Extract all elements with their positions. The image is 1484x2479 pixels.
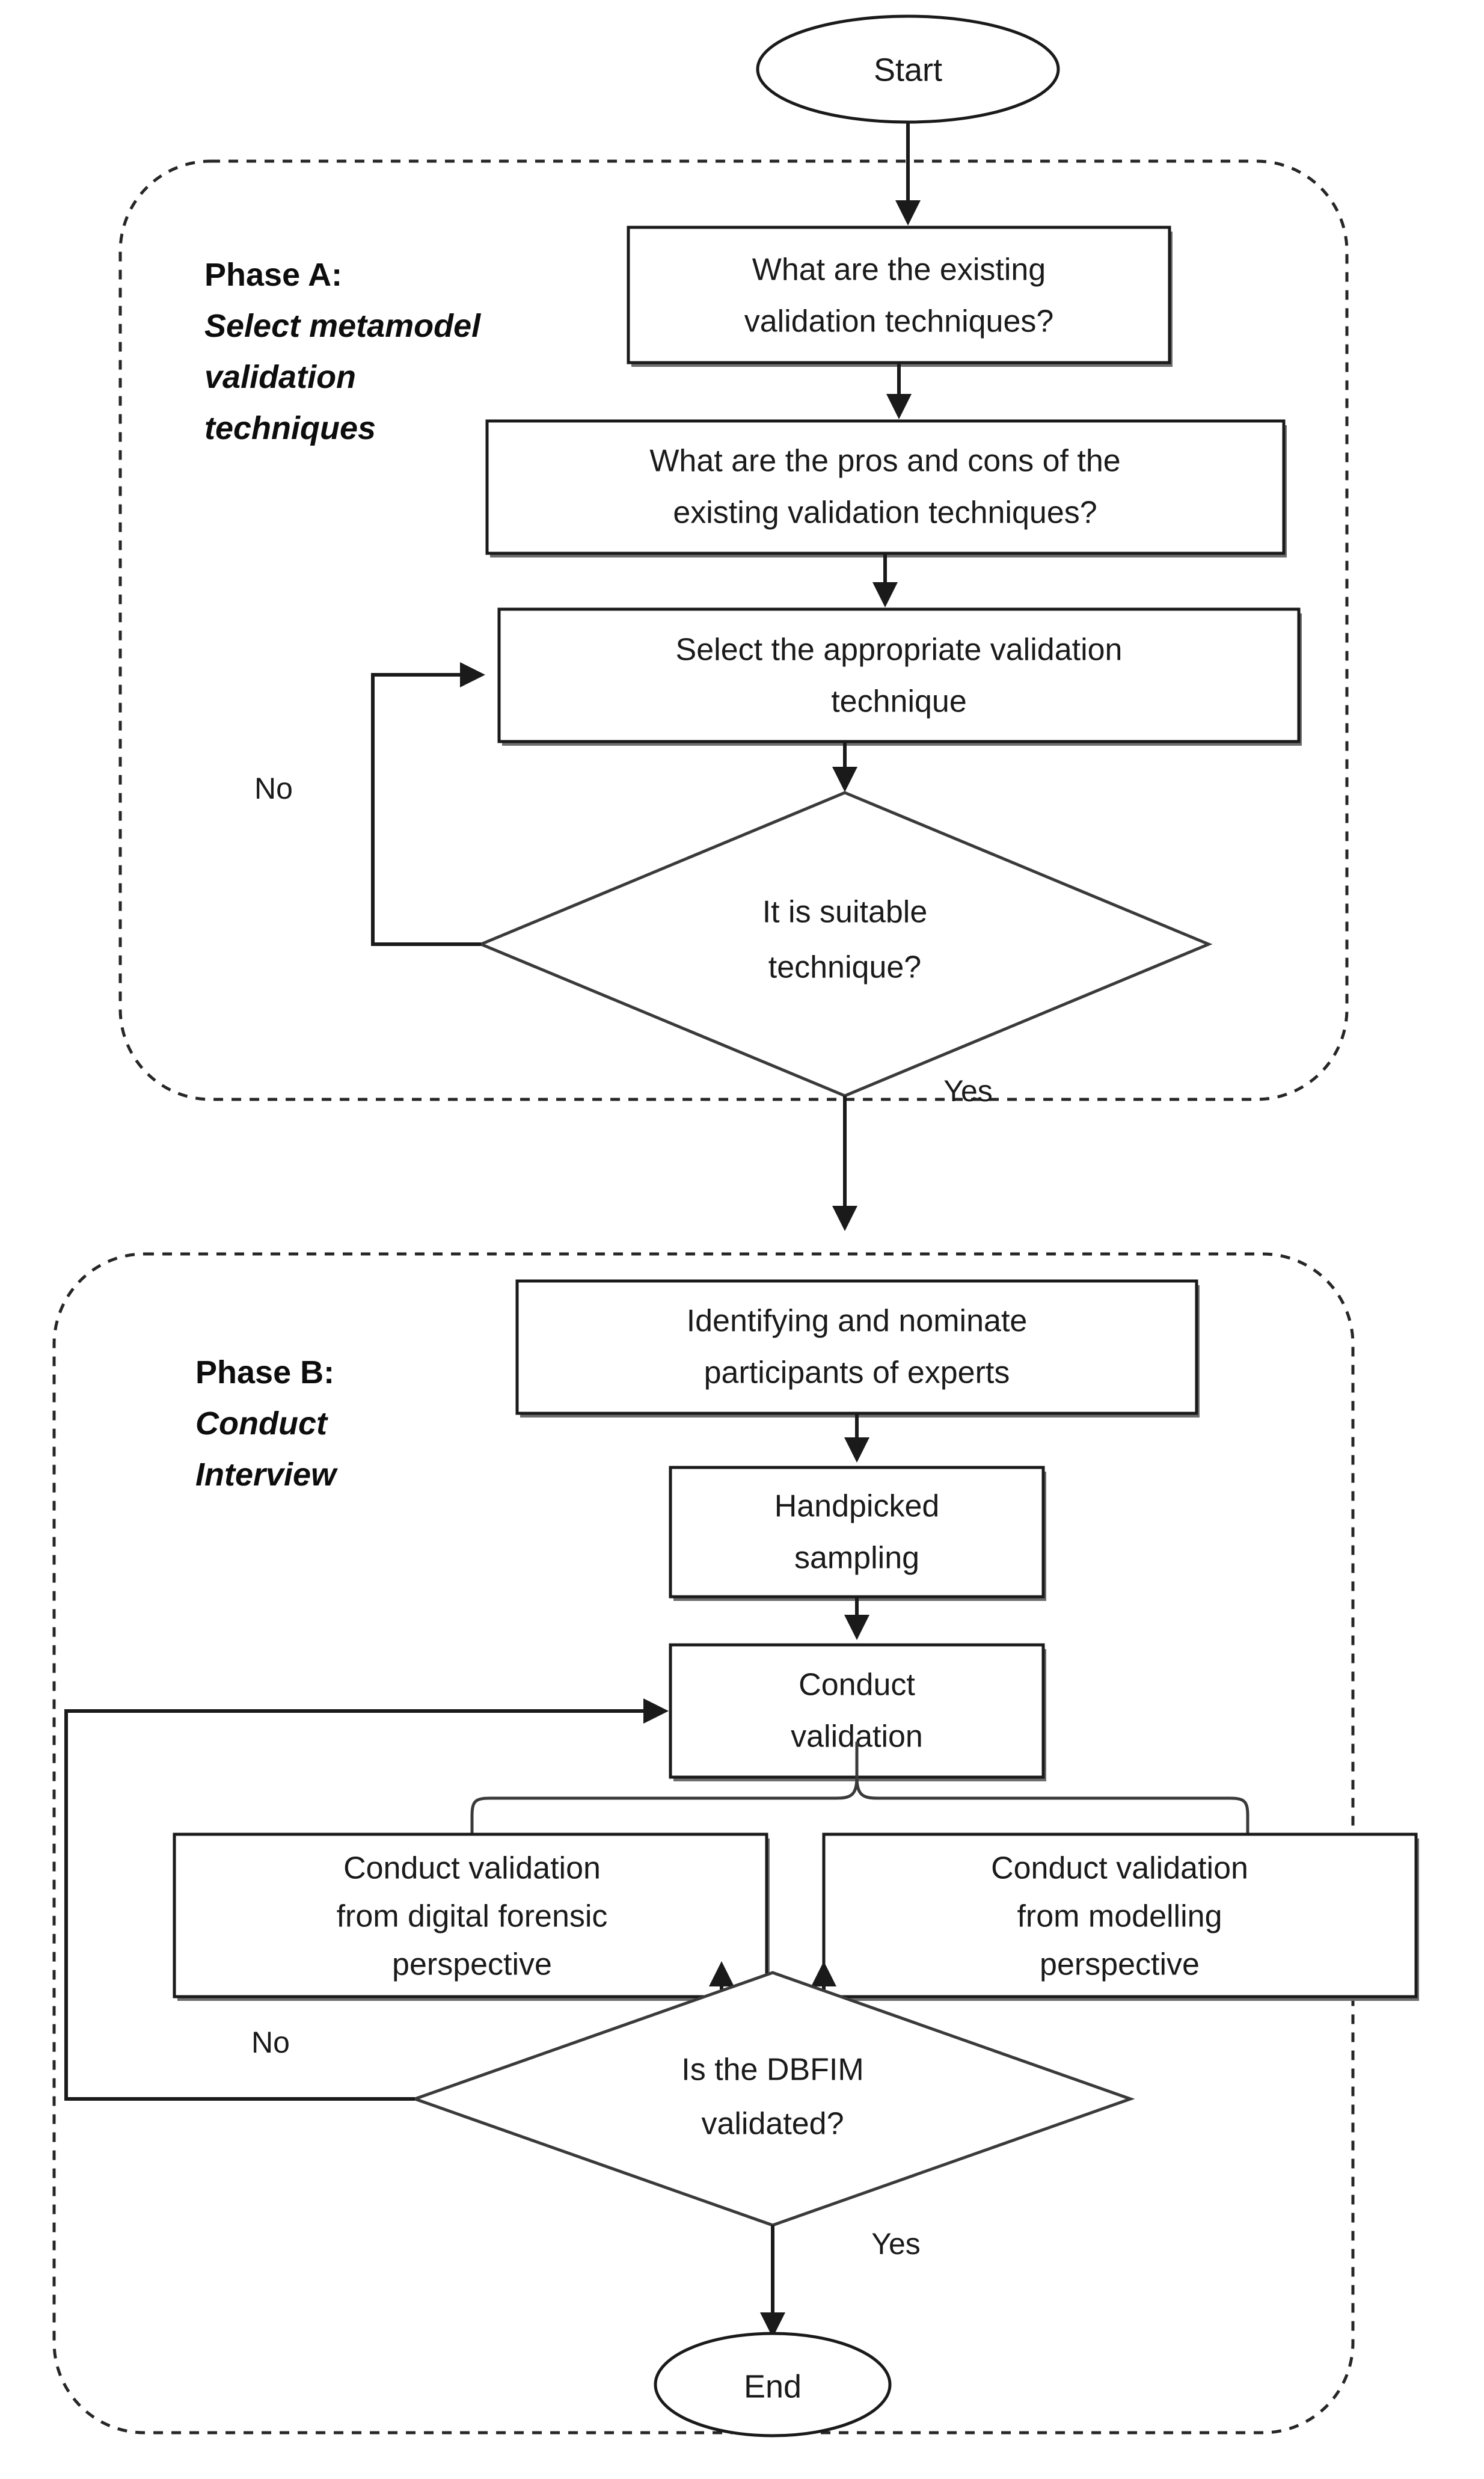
b3-line1: Conduct	[799, 1668, 915, 1703]
a2-box[interactable]	[485, 419, 1286, 555]
b6-yes-label: Yes	[871, 2227, 921, 2261]
b6-line1: Is the DBFIM	[681, 2053, 863, 2087]
a2-line2: existing validation techniques?	[673, 496, 1097, 530]
phase-a-title: Phase A:	[204, 257, 342, 293]
a1-box[interactable]	[627, 226, 1171, 364]
phase-a-subtitle-line1: Select metamodel	[204, 308, 481, 344]
edge-a4-no-loop	[371, 662, 485, 946]
edge-b3-fork-branches	[470, 1777, 1249, 1834]
a4-yes-label: Yes	[943, 1074, 993, 1108]
b1-line1: Identifying and nominate	[687, 1304, 1028, 1339]
b4-line1: Conduct validation	[343, 1851, 601, 1886]
phase-a-subtitle-line2: validation	[204, 359, 356, 395]
a4-decision[interactable]	[477, 791, 1213, 1098]
b2-line2: sampling	[794, 1541, 919, 1576]
b6-line2: validated?	[701, 2107, 844, 2142]
b2-line1: Handpicked	[774, 1489, 940, 1524]
a3-line2: technique	[831, 684, 967, 719]
phase-b-subtitle-line2: Interview	[195, 1457, 338, 1493]
b5-line3: perspective	[1040, 1947, 1200, 1982]
b5-box[interactable]	[822, 1832, 1418, 1998]
end-label: End	[744, 2368, 802, 2404]
a1-line2: validation techniques?	[744, 304, 1054, 339]
phase-b-subtitle-line1: Conduct	[195, 1405, 328, 1442]
a1-line1: What are the existing	[752, 253, 1046, 287]
a3-line1: Select the appropriate validation	[676, 633, 1123, 668]
a4-line2: technique?	[768, 950, 921, 985]
b5-line2: from modelling	[1017, 1899, 1222, 1934]
a3-box[interactable]	[497, 607, 1301, 743]
b4-line3: perspective	[392, 1947, 552, 1982]
b6-no-label: No	[251, 2026, 290, 2059]
b5-line1: Conduct validation	[991, 1851, 1248, 1886]
phase-a-container	[118, 159, 1349, 1101]
b4-box[interactable]	[173, 1832, 768, 1998]
a4-line1: It is suitable	[762, 895, 928, 930]
b1-line2: participants of experts	[704, 1356, 1010, 1390]
end-node[interactable]	[654, 2332, 892, 2438]
b6-decision[interactable]	[410, 1971, 1135, 2227]
edge-b6-no-loop	[64, 1698, 669, 2101]
b2-box[interactable]	[669, 1466, 1045, 1599]
phase-a-subtitle-line3: techniques	[204, 410, 376, 446]
phase-b-title: Phase B:	[195, 1354, 334, 1390]
b1-box[interactable]	[515, 1279, 1198, 1415]
b4-line2: from digital forensic	[337, 1899, 608, 1934]
start-label: Start	[874, 52, 942, 88]
a2-line1: What are the pros and cons of the	[649, 444, 1120, 479]
a4-no-label: No	[254, 772, 293, 805]
